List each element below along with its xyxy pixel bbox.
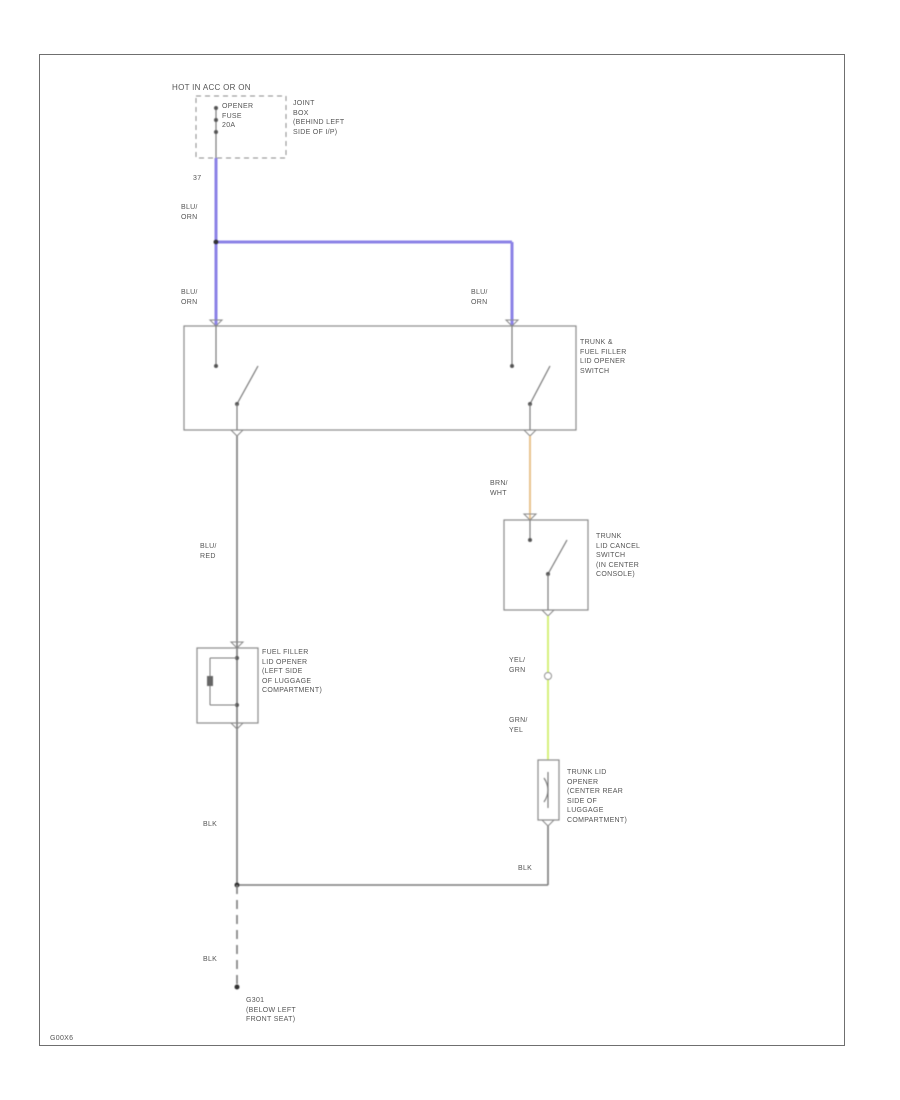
- opener-switch-left-contact: [236, 365, 259, 405]
- wire-label-blk-bottom: BLK: [518, 865, 533, 872]
- connector-right-top: [504, 319, 520, 327]
- fuse-name-label: OPENER FUSE 20A: [222, 103, 254, 129]
- wire-label-brn-wht: BRN/ WHT: [490, 480, 508, 497]
- wire-label-blu-red: BLU/ RED: [200, 543, 217, 560]
- wire-label-blu-orn-left: BLU/ ORN: [181, 289, 198, 306]
- wire-label-blk-lower: BLK: [203, 956, 218, 963]
- cancel-switch-contact: [547, 539, 568, 575]
- fuse-terminal-low: [214, 130, 218, 134]
- cancel-switch-box: [503, 519, 589, 611]
- inline-connector: [544, 672, 552, 680]
- diagram-code: G00X6: [50, 1035, 74, 1042]
- fuel-opener-box: [196, 647, 259, 724]
- wire-label-blu-orn-right: BLU/ ORN: [471, 289, 488, 306]
- opener-switch-label: TRUNK & FUEL FILLER LID OPENER SWITCH: [580, 339, 627, 375]
- wire-label-blu-orn-top: BLU/ ORN: [181, 204, 198, 221]
- fuse-block-title: HOT IN ACC OR ON: [172, 83, 251, 92]
- fuse-pin-label: 37: [193, 175, 202, 182]
- ground-label: G301 (BELOW LEFT FRONT SEAT): [246, 997, 296, 1023]
- opener-switch-right-contact: [529, 365, 551, 405]
- fuse-terminal-mid: [214, 118, 218, 122]
- fuse-location-label: JOINT BOX (BEHIND LEFT SIDE OF I/P): [293, 100, 345, 136]
- ground-point: [234, 984, 240, 990]
- splice-point-top: [213, 239, 219, 245]
- diagram-frame: [39, 54, 845, 1046]
- fuel-opener-label: FUEL FILLER LID OPENER (LEFT SIDE OF LUG…: [262, 649, 323, 694]
- connector-left-top: [208, 319, 224, 327]
- wire-label-blk-left: BLK: [203, 821, 218, 828]
- fuel-opener-solenoid-icon: [207, 676, 213, 686]
- trunk-opener-solenoid-icon: [543, 777, 549, 803]
- wire-label-grn-yel: GRN/ YEL: [509, 717, 528, 734]
- opener-switch-box: [183, 325, 577, 431]
- fuse-terminal-top: [214, 106, 218, 110]
- fuse-block-outline: [195, 95, 287, 159]
- trunk-opener-label: TRUNK LID OPENER (CENTER REAR SIDE OF LU…: [567, 769, 628, 824]
- cancel-switch-label: TRUNK LID CANCEL SWITCH (IN CENTER CONSO…: [596, 533, 641, 578]
- wire-blu-orn: [214, 158, 514, 326]
- wire-label-yel-grn: YEL/ GRN: [509, 657, 526, 674]
